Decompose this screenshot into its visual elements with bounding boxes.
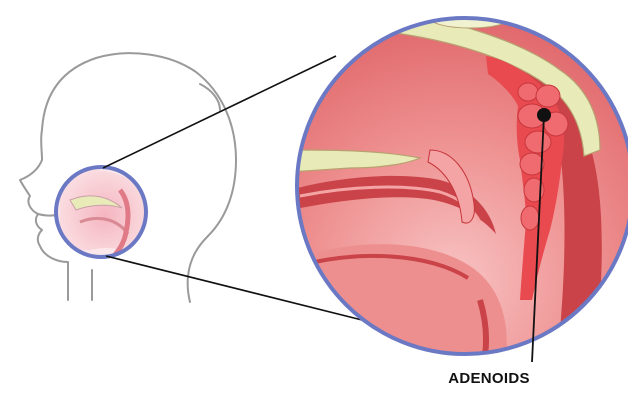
large-magnifier [290,8,628,370]
adenoid-lobe [518,83,538,101]
adenoid-lobe [536,85,560,107]
adenoids-label: ADENOIDS [414,370,564,387]
small-magnifier [50,160,160,300]
ear-line [200,84,220,110]
adenoid-lobe [521,206,539,230]
adenoid-lobe [525,131,551,153]
